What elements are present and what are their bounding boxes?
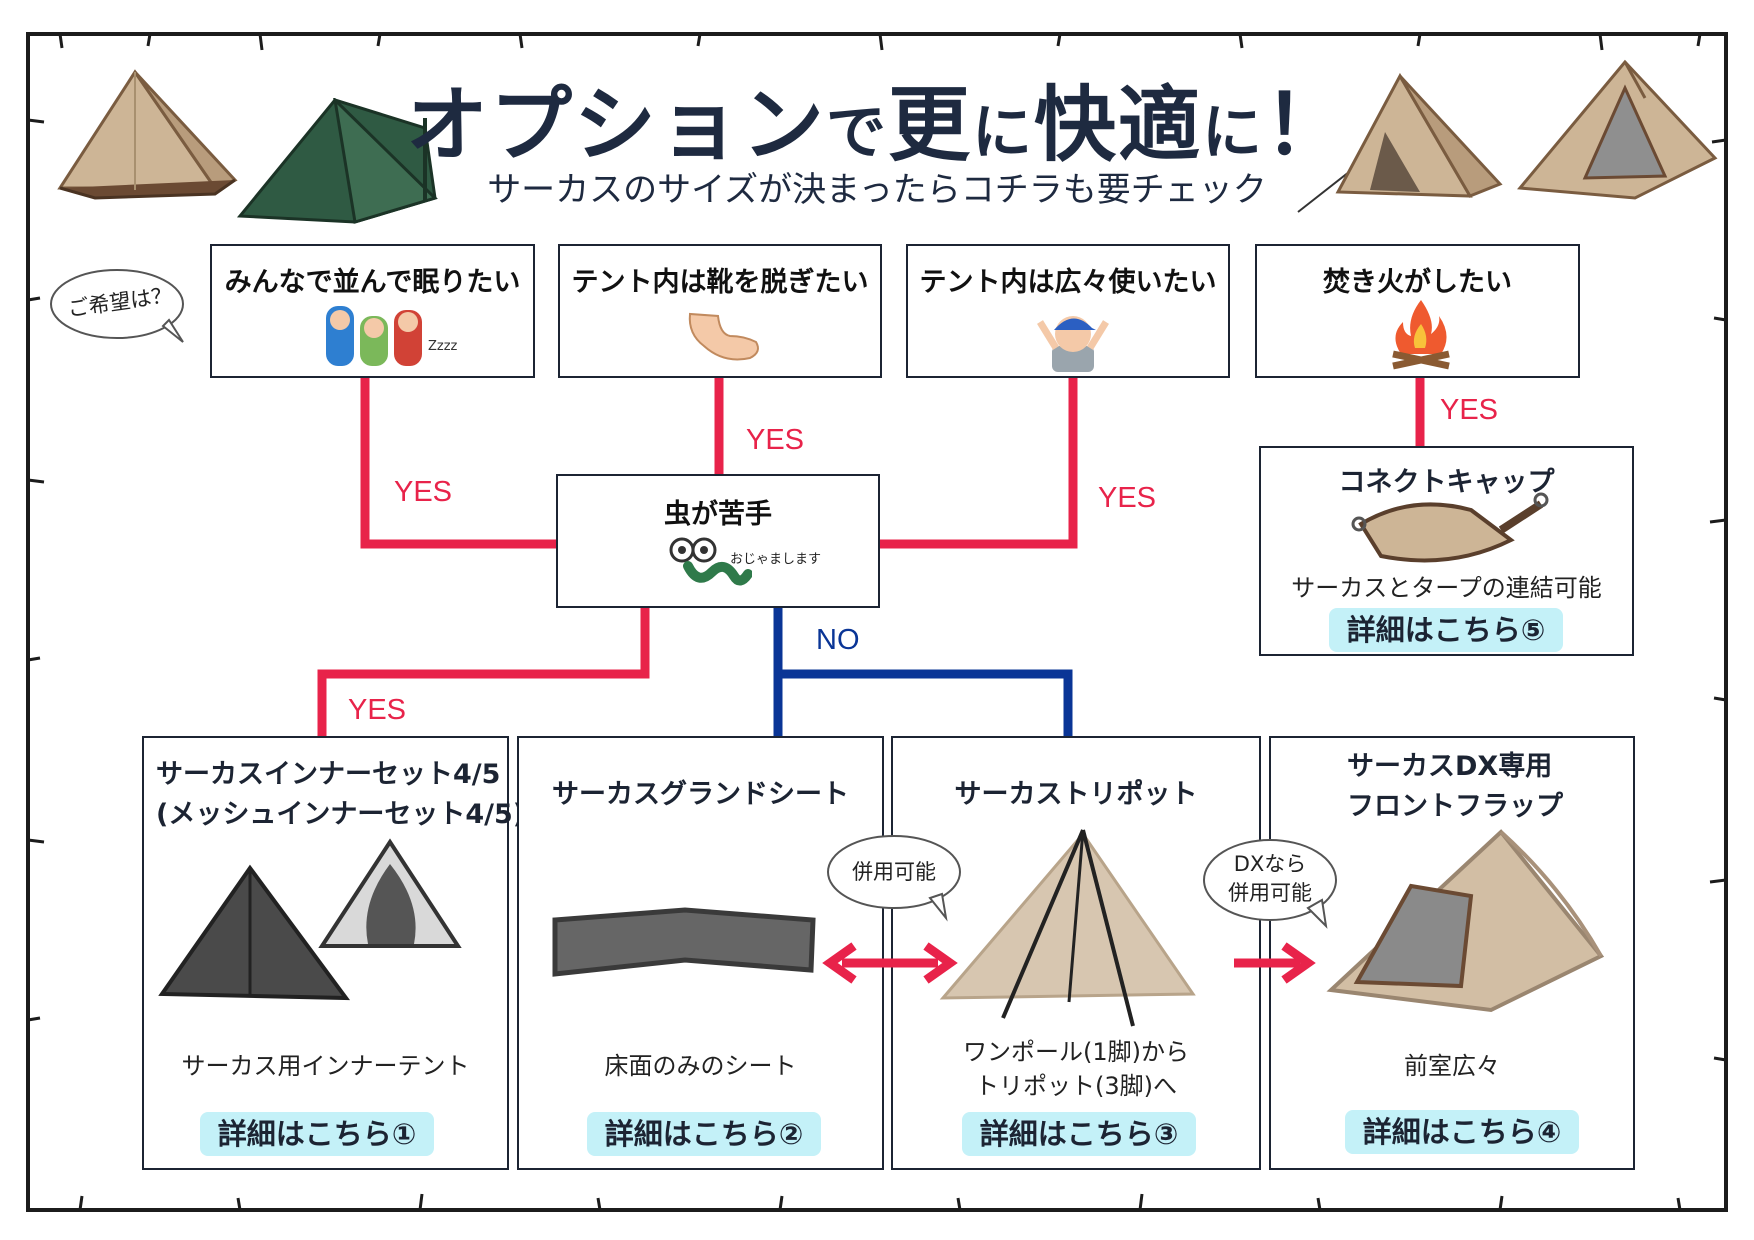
line-no-branch bbox=[778, 669, 1073, 738]
title-part-de: で bbox=[825, 98, 888, 168]
detail-link-5[interactable]: 詳細はこちら⑤ bbox=[1329, 608, 1563, 652]
title-part-ni-2: に bbox=[1202, 98, 1265, 168]
question-text: テント内は広々使いたい bbox=[919, 267, 1217, 298]
title-part-sara: 更 bbox=[887, 78, 972, 173]
detail-link-4[interactable]: 詳細はこちら④ bbox=[1345, 1110, 1579, 1154]
line-q1-to-center bbox=[360, 378, 556, 549]
question-text: みんなで並んで眠りたい bbox=[224, 267, 521, 298]
front-flap-tent-illustration bbox=[1326, 829, 1605, 1013]
bare-foot-icon bbox=[688, 312, 759, 361]
happy-kid-icon bbox=[1037, 316, 1109, 372]
product-desc: サーカス用インナーテント bbox=[181, 1052, 470, 1080]
dx-bubble-line-2: 併用可能 bbox=[1228, 881, 1312, 905]
product-title: サーカスDX専用 bbox=[1347, 751, 1553, 782]
yes-label-4: YES bbox=[1440, 394, 1499, 426]
line-q3-to-center bbox=[880, 378, 1078, 549]
question-box-4[interactable]: 焚き火がしたい bbox=[1255, 244, 1580, 378]
title-part-exclaim: ！ bbox=[1264, 78, 1349, 173]
product-desc: サーカスとタープの連結可能 bbox=[1291, 574, 1602, 602]
page-title: オプションで更に快適に！ bbox=[0, 58, 1754, 177]
dx-tent-illustration bbox=[1517, 59, 1718, 200]
line-center-to-inner bbox=[317, 608, 650, 738]
dx-bubble-line-1: DXなら bbox=[1233, 852, 1307, 876]
question-text: テント内は靴を脱ぎたい bbox=[571, 267, 869, 298]
detail-link-1[interactable]: 詳細はこちら① bbox=[200, 1112, 434, 1156]
yes-label-3: YES bbox=[1098, 482, 1157, 514]
title-part-ni: に bbox=[972, 98, 1034, 168]
zzz-text: Zzzz bbox=[428, 339, 458, 354]
product-box-inner-set[interactable]: サーカスインナーセット4/5 (メッシュインナーセット4/5) サーカス用インナ… bbox=[142, 736, 526, 1170]
inner-tent-illustration bbox=[158, 838, 462, 1001]
right-arrow-icon bbox=[1234, 942, 1316, 984]
question-box-1[interactable]: みんなで並んで眠りたい Zzzz bbox=[210, 244, 535, 378]
product-box-ground-sheet[interactable]: サーカスグランドシート 床面のみのシート 詳細はこちら② bbox=[517, 736, 884, 1170]
dx-bubble bbox=[1203, 839, 1337, 929]
product-desc-2: トリポット(3脚)へ bbox=[975, 1072, 1177, 1100]
tent-with-pole-illustration bbox=[1297, 72, 1503, 213]
product-box-tripod[interactable]: サーカストリポット ワンポール(1脚)から トリポット(3脚)へ 詳細はこちら③ bbox=[891, 736, 1261, 1170]
detail-link-2[interactable]: 詳細はこちら② bbox=[587, 1112, 821, 1156]
product-title-sub: (メッシュインナーセット4/5) bbox=[156, 799, 526, 830]
title-part-option: オプション bbox=[405, 78, 826, 173]
ground-sheet-illustration bbox=[552, 907, 816, 977]
product-box-connect-cap[interactable]: コネクトキャップ サーカスとタープの連結可能 詳細はこちら⑤ bbox=[1259, 446, 1634, 656]
yes-label-1: YES bbox=[394, 476, 453, 508]
tripod-tent-illustration bbox=[939, 829, 1196, 1027]
product-desc: 床面のみのシート bbox=[604, 1052, 797, 1080]
product-title-sub: フロントフラップ bbox=[1347, 791, 1563, 822]
product-title: サーカスグランドシート bbox=[552, 779, 849, 810]
no-label: NO bbox=[816, 624, 860, 656]
center-question-text: 虫が苦手 bbox=[664, 499, 772, 530]
product-desc: ワンポール(1脚)から bbox=[963, 1038, 1189, 1066]
combine-bubble-text: 併用可能 bbox=[852, 860, 936, 884]
question-box-3[interactable]: テント内は広々使いたい bbox=[906, 244, 1230, 378]
page-subtitle: サーカスのサイズが決まったらコチラも要チェック bbox=[487, 170, 1267, 210]
center-question-box[interactable]: 虫が苦手 おじゃまします bbox=[556, 474, 880, 608]
question-text: 焚き火がしたい bbox=[1323, 267, 1512, 298]
product-title: サーカストリポット bbox=[954, 779, 1198, 810]
wish-bubble bbox=[50, 269, 184, 343]
bug-icon bbox=[669, 537, 752, 586]
combine-bubble bbox=[827, 835, 961, 922]
double-arrow-icon bbox=[822, 942, 958, 984]
green-tent-illustration bbox=[236, 98, 438, 224]
yes-label-5: YES bbox=[348, 694, 407, 726]
question-box-2[interactable]: テント内は靴を脱ぎたい bbox=[558, 244, 882, 378]
bug-note: おじゃまします bbox=[730, 552, 822, 567]
product-desc: 前室広々 bbox=[1404, 1052, 1500, 1080]
product-title: コネクトキャップ bbox=[1338, 467, 1555, 498]
product-title: サーカスインナーセット4/5 bbox=[156, 759, 501, 790]
yes-label-2: YES bbox=[746, 424, 805, 456]
campfire-icon bbox=[1392, 300, 1450, 370]
title-part-kaiteki: 快適 bbox=[1034, 78, 1203, 173]
connect-cap-illustration bbox=[1351, 492, 1549, 563]
sleeping-bags-icon: Zzzz bbox=[326, 306, 458, 366]
product-box-front-flap[interactable]: サーカスDX専用 フロントフラップ 前室広々 詳細はこちら④ bbox=[1269, 736, 1635, 1170]
detail-link-3[interactable]: 詳細はこちら③ bbox=[962, 1112, 1196, 1156]
beige-tent-illustration bbox=[57, 69, 238, 200]
